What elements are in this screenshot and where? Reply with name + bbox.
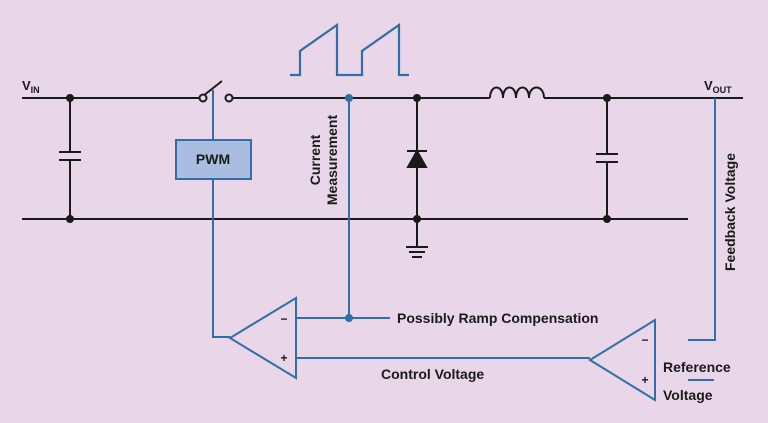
svg-text:Feedback Voltage: Feedback Voltage [722,153,738,271]
ramp-junction-dot [345,314,353,322]
switch-icon [198,80,234,103]
opamp-icon [228,296,297,380]
vin-label: VIN [22,78,40,95]
current-measurement-label: Current Measurement [307,115,340,206]
junction-dots [66,94,611,223]
opamp1-minus-sign: − [280,312,287,326]
reference-voltage-label-line1: Reference [663,359,731,375]
feedback-voltage-label: Feedback Voltage [722,153,738,271]
pwm-label: PWM [196,151,230,167]
pwm-block [175,139,252,180]
error-amplifier-opamp-icon [588,318,656,402]
output-capacitor-icon [596,98,618,219]
ramp-compensation-label: Possibly Ramp Compensation [397,310,598,326]
inductor-icon [489,86,545,99]
input-capacitor-icon [59,98,81,219]
opamp2-plus-sign: + [641,373,648,387]
svg-text:Measurement: Measurement [324,115,340,206]
opamp2-minus-sign: − [641,333,648,347]
ground-icon [406,219,428,258]
current-measurement-dot [345,94,353,102]
control-voltage-label: Control Voltage [381,366,484,382]
opamp1-plus-sign: + [280,351,287,365]
sawtooth-waveform-icon [290,22,409,77]
vout-label: VOUT [704,78,732,95]
diode-icon [406,98,428,219]
svg-text:Current: Current [307,134,323,185]
control-wires [212,90,716,381]
reference-voltage-label-line2: Voltage [663,387,713,403]
